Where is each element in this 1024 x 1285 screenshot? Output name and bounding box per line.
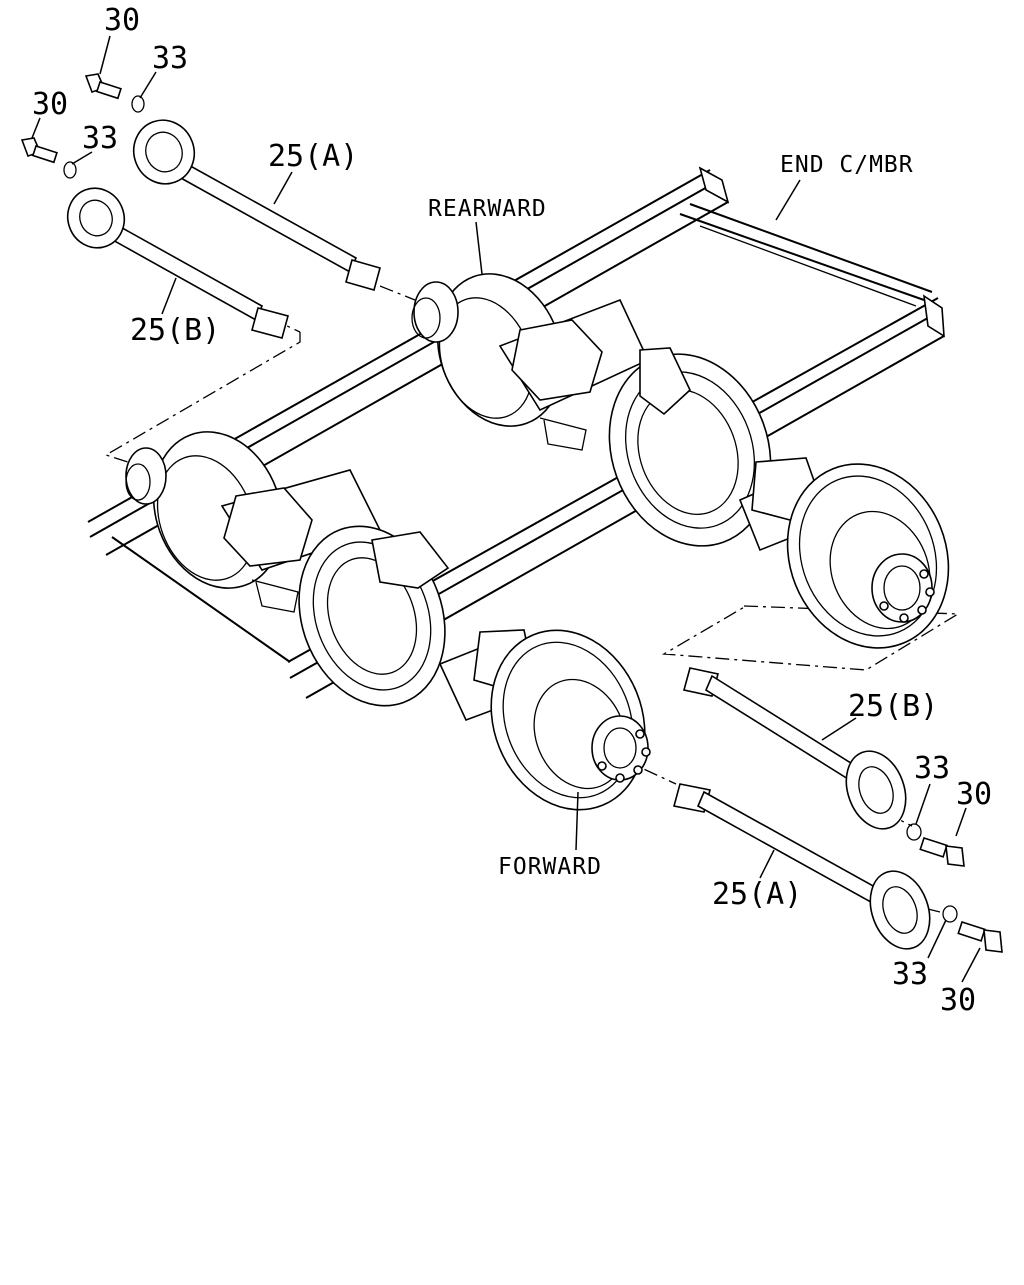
rear-axle — [411, 273, 950, 649]
bottom-bolt-2[interactable] — [957, 920, 1003, 953]
forward-hub-studs — [597, 729, 651, 783]
top-bolt-2[interactable] — [20, 137, 58, 164]
bottom-shaft-a[interactable] — [673, 783, 940, 957]
label-end-cmbr: END C/MBR — [780, 152, 914, 178]
callout-top-washer-1: 33 — [152, 41, 188, 76]
callout-top-shaft-a: 25(A) — [268, 139, 358, 174]
top-bolt-1[interactable] — [84, 73, 122, 100]
bottom-washer-1[interactable] — [906, 823, 922, 841]
labels: 30 33 30 33 25(A) 25(B) REARWARD END C/M… — [32, 3, 992, 1018]
callout-bottom-washer-2: 33 — [892, 957, 928, 992]
callout-top-washer-2: 33 — [82, 121, 118, 156]
rear-hub-studs — [879, 569, 935, 623]
label-forward: FORWARD — [498, 854, 602, 880]
top-washer-2[interactable] — [63, 161, 77, 179]
bottom-shaft-b[interactable] — [683, 667, 916, 837]
callout-top-shaft-b: 25(B) — [130, 313, 220, 348]
label-rearward: REARWARD — [428, 196, 547, 222]
leader-lines — [31, 35, 981, 983]
bottom-washer-2[interactable] — [942, 905, 958, 923]
callout-top-bolt-1: 30 — [104, 3, 140, 38]
top-shaft-a[interactable] — [125, 112, 381, 291]
top-washer-1[interactable] — [131, 95, 145, 113]
callout-bottom-bolt-1: 30 — [956, 777, 992, 812]
callout-bottom-shaft-a: 25(A) — [712, 877, 802, 912]
callout-bottom-bolt-2: 30 — [940, 983, 976, 1018]
bottom-bolt-1[interactable] — [919, 836, 965, 867]
forward-axle — [125, 431, 651, 811]
callout-bottom-shaft-b: 25(B) — [848, 689, 938, 724]
top-shaft-b[interactable] — [59, 180, 289, 339]
callout-bottom-washer-1: 33 — [914, 751, 950, 786]
callout-top-bolt-2: 30 — [32, 87, 68, 122]
